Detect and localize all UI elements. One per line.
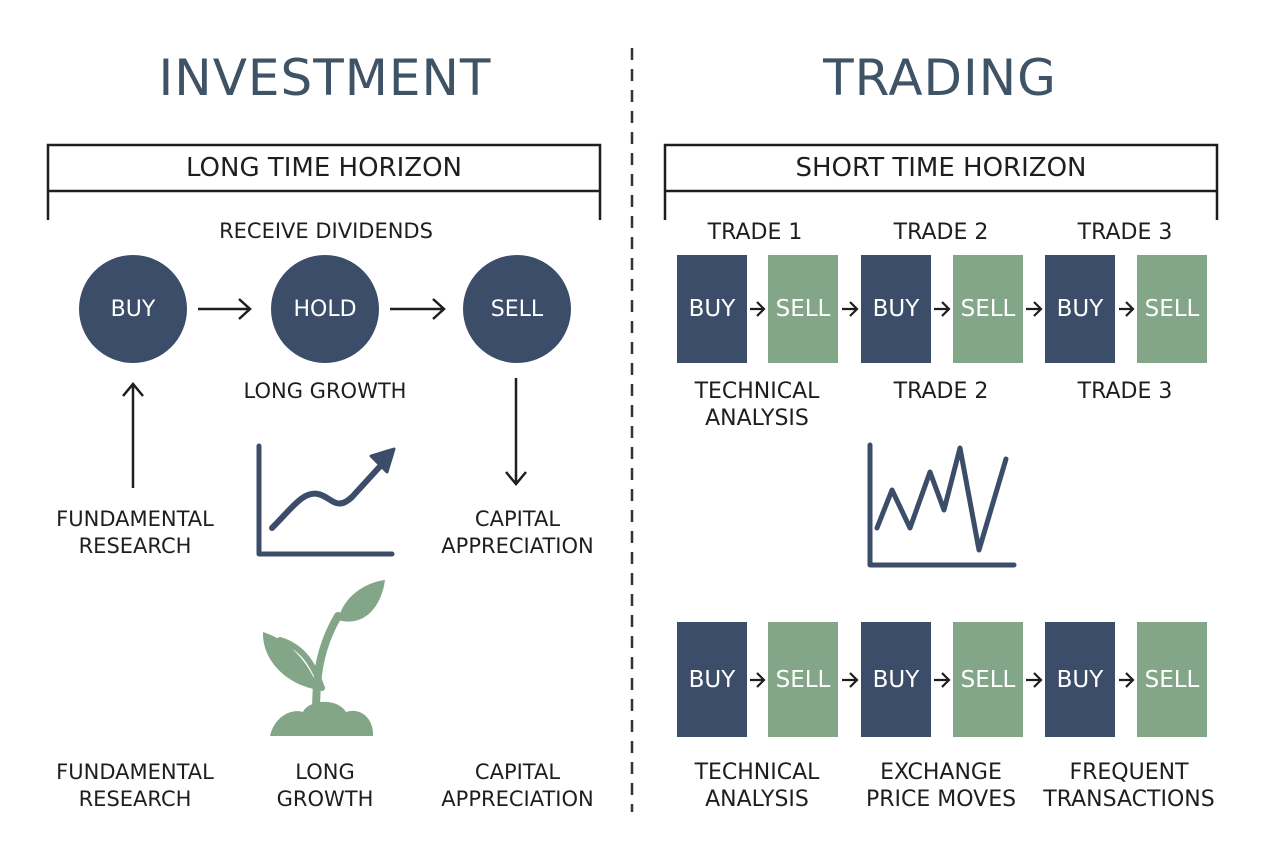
short-horizon-label: SHORT TIME HORIZON: [795, 153, 1087, 183]
bottom-label-technical-analysis: TECHNICAL ANALYSIS: [694, 760, 820, 812]
rising-chart-icon: [256, 443, 396, 557]
technical-analysis-label: TECHNICAL ANALYSIS: [694, 379, 820, 431]
row2-buy-box-2: BUY: [861, 622, 931, 737]
trading-title: TRADING: [823, 49, 1057, 107]
hold-step: HOLD: [271, 255, 379, 363]
trade-1-buy-box: BUY: [677, 255, 747, 363]
bottom-label-frequent-transactions: FREQUENT TRANSACTIONS: [1043, 760, 1215, 812]
row2-sell-box-2: SELL: [953, 622, 1023, 737]
arrow-right-icon: [198, 298, 252, 320]
investment-title: INVESTMENT: [158, 49, 492, 107]
short-horizon-bracket: [663, 143, 1219, 220]
capital-appreciation-label: CAPITAL APPRECIATION: [441, 507, 594, 558]
arrow-up-icon: [122, 382, 144, 488]
long-growth-label: LONG GROWTH: [243, 379, 407, 403]
receive-dividends-label: RECEIVE DIVIDENDS: [219, 219, 433, 243]
trade-1-header: TRADE 1: [707, 220, 803, 245]
sprout-icon: [262, 580, 385, 736]
trade-3-buy-box: BUY: [1045, 255, 1115, 363]
bottom-label-exchange-price-moves: EXCHANGE PRICE MOVES: [865, 760, 1017, 812]
buy-step: BUY: [79, 255, 187, 363]
bottom-label-fundamental-research: FUNDAMENTAL RESEARCH: [56, 760, 214, 811]
sell-step: SELL: [463, 255, 571, 363]
trade-3-header: TRADE 3: [1077, 220, 1173, 245]
trade-2-label: TRADE 2: [893, 379, 989, 404]
long-horizon-label: LONG TIME HORIZON: [185, 153, 463, 183]
bottom-label-capital-appreciation: CAPITAL APPRECIATION: [441, 760, 594, 811]
row2-sell-box-3: SELL: [1137, 622, 1207, 737]
bottom-label-long-growth: LONG GROWTH: [276, 760, 374, 811]
long-horizon-bracket: [46, 143, 602, 220]
fundamental-research-label: FUNDAMENTAL RESEARCH: [56, 507, 214, 558]
volatile-chart-icon: [867, 442, 1017, 568]
row2-buy-box-3: BUY: [1045, 622, 1115, 737]
trade-3-sell-box: SELL: [1137, 255, 1207, 363]
trade-1-sell-box: SELL: [768, 255, 838, 363]
arrow-right-icon: [390, 298, 446, 320]
trade-2-buy-box: BUY: [861, 255, 931, 363]
row2-buy-box-1: BUY: [677, 622, 747, 737]
trade-2-header: TRADE 2: [893, 220, 989, 245]
trade-2-sell-box: SELL: [953, 255, 1023, 363]
arrow-right-icon: [750, 301, 1135, 688]
row2-sell-box-1: SELL: [768, 622, 838, 737]
trade-3-label: TRADE 3: [1077, 379, 1173, 404]
arrow-down-icon: [505, 378, 527, 486]
